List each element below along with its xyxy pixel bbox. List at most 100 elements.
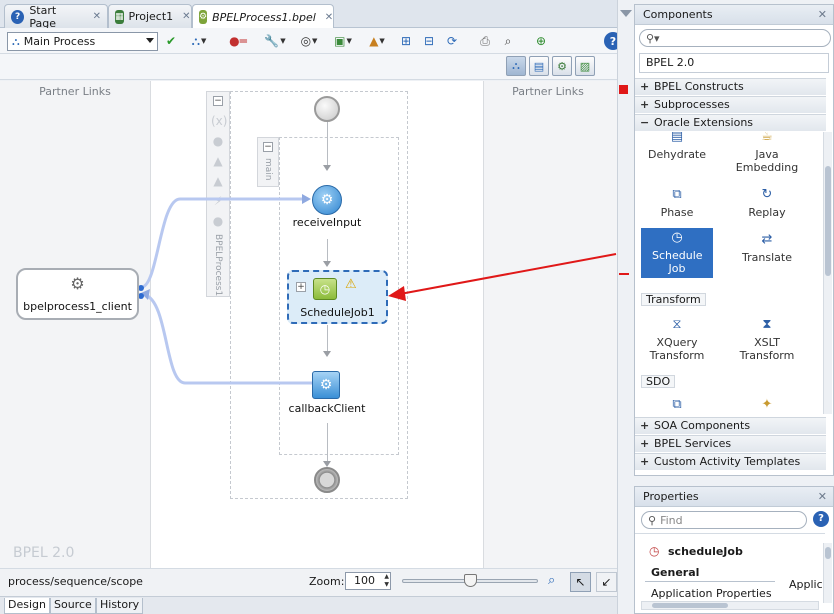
error-marker[interactable] [619, 85, 628, 94]
zoom-slider[interactable] [402, 574, 538, 587]
client-partner-label: bpelprocess1_client [23, 300, 132, 313]
close-icon[interactable]: ✕ [182, 11, 191, 22]
termination-icon[interactable]: ● [212, 214, 224, 228]
category-label: BPEL Services [654, 437, 732, 450]
deploy-icon[interactable]: ▲▼ [369, 34, 385, 48]
monitor-view-icon[interactable]: ▤ [529, 56, 549, 76]
component-java-embedding[interactable]: ☕ Java Embedding [731, 132, 803, 174]
tab-bpelprocess1[interactable]: ⚙ BPELProcess1.bpel ✕ [192, 4, 334, 29]
component-xslt-transform[interactable]: ⧗ XSLT Transform [739, 317, 795, 362]
component-sdo-create[interactable]: ✦ [731, 397, 803, 414]
warning-icon[interactable]: ⚠ [345, 277, 357, 292]
chevron-down-icon[interactable] [620, 10, 632, 17]
properties-hscroll-thumb[interactable] [652, 603, 728, 608]
component-sdo-entity[interactable]: ⧉ [641, 397, 713, 414]
java-icon: ☕ [761, 132, 773, 144]
zoom-spinner-icon[interactable]: ▲▼ [384, 573, 389, 588]
category-bpel-constructs[interactable]: + BPEL Constructs [635, 78, 826, 95]
properties-section-general[interactable]: General [645, 566, 775, 582]
receive-input-node[interactable]: ⚙ [312, 185, 342, 215]
properties-scroll-thumb[interactable] [825, 547, 831, 559]
close-icon[interactable]: ✕ [817, 8, 827, 21]
callback-client-node[interactable]: ⚙ [312, 371, 340, 399]
replay-icon: ↻ [761, 187, 773, 202]
wrench-icon[interactable]: 🔧▼ [264, 34, 286, 48]
tab-history[interactable]: History [96, 598, 144, 614]
editor-panel-splitter[interactable] [617, 0, 634, 614]
add-activity-icon[interactable]: ⊕ [535, 34, 547, 48]
properties-scrollbar[interactable] [823, 543, 832, 603]
schedule-job-icon: ◷ [671, 230, 683, 245]
correlation-icon[interactable]: ● [212, 134, 224, 148]
component-dehydrate[interactable]: ▤ Dehydrate [641, 132, 713, 161]
category-custom-activity-templates[interactable]: + Custom Activity Templates [635, 453, 826, 470]
schedulejob1-scope[interactable]: + ◷ ⚠ ScheduleJob1 [287, 270, 388, 324]
bpel-file-icon: ⚙ [199, 10, 208, 24]
hierarchy-icon[interactable]: ⛬▼ [191, 33, 207, 48]
close-icon[interactable]: ✕ [92, 11, 101, 22]
tab-design[interactable]: Design [4, 598, 50, 614]
help-icon: ? [11, 9, 25, 24]
translate-icon: ⇄ [761, 232, 773, 247]
bpel-design-canvas[interactable]: Partner Links Partner Links − (x) ● ▲ ▲ … [0, 81, 617, 568]
help-icon[interactable]: ? [813, 511, 829, 527]
package-icon[interactable]: ▣▼ [334, 34, 352, 48]
expand-all-icon[interactable]: ⊞ [400, 34, 412, 48]
chart-view-icon[interactable]: ▨ [575, 56, 595, 76]
components-scrollbar[interactable] [823, 132, 832, 414]
component-replay[interactable]: ↻ Replay [748, 187, 786, 219]
error-line-marker[interactable] [619, 273, 629, 275]
process-variables-strip: − (x) ● ▲ ▲ ⚡ ● BPELProcess1 [206, 91, 230, 297]
validate-icon[interactable]: ✔ [165, 34, 177, 48]
close-icon[interactable]: ✕ [817, 490, 827, 503]
select-mode-icon[interactable]: ↖ [570, 572, 591, 592]
settings-view-icon[interactable]: ⚙ [552, 56, 572, 76]
editor-toolbar: ⛬ Main Process ✔ ⛬▼ ●═ 🔧▼ ◎▼ ▣▼ ▲▼ ⊞ ⊟ ⟳… [0, 28, 634, 54]
variables-icon[interactable]: (x) [211, 114, 228, 128]
zoom-fit-icon[interactable]: ⌕ [548, 573, 556, 588]
pan-mode-icon[interactable]: ↙ [596, 572, 617, 592]
client-partner-link[interactable]: ⚙ bpelprocess1_client [16, 268, 139, 320]
properties-hscrollbar[interactable] [641, 601, 819, 610]
zoom-slider-thumb[interactable] [464, 574, 477, 587]
collapse-icon[interactable]: − [213, 96, 223, 106]
process-start-node[interactable] [314, 96, 340, 122]
flow-arrow [323, 461, 331, 467]
sdo-group-label: SDO [641, 375, 676, 388]
category-subprocesses[interactable]: + Subprocesses [635, 96, 826, 113]
close-icon[interactable]: ✕ [324, 11, 334, 23]
zoom-input[interactable]: 100 ▲▼ [345, 572, 391, 590]
palette-select[interactable]: BPEL 2.0 [639, 53, 829, 73]
collapse-all-icon[interactable]: ⊟ [423, 34, 435, 48]
tab-source[interactable]: Source [50, 598, 96, 614]
component-xquery-transform[interactable]: ⧖ XQuery Transform [649, 317, 705, 362]
category-oracle-extensions[interactable]: − Oracle Extensions [635, 114, 826, 131]
event-handler-icon[interactable]: ▲ [213, 174, 223, 188]
tab-start-page[interactable]: ? Start Page ✕ [4, 4, 108, 30]
tab-project1[interactable]: ▦ Project1 ✕ [108, 4, 192, 28]
bpel-view-icon[interactable]: ⛬ [506, 56, 526, 76]
flow-line [327, 121, 328, 169]
chevron-down-icon [146, 38, 154, 43]
binoculars-icon[interactable]: ◎▼ [300, 34, 318, 48]
category-label: Custom Activity Templates [654, 455, 801, 468]
components-search-input[interactable]: ⚲▾ [639, 29, 831, 47]
compensation-icon[interactable]: ⚡ [213, 194, 223, 208]
category-soa-components[interactable]: + SOA Components [635, 417, 826, 434]
properties-search-input[interactable]: ⚲ Find [641, 511, 807, 529]
zoom-view-icon[interactable]: ⌕ [504, 33, 512, 48]
category-bpel-services[interactable]: + BPEL Services [635, 435, 826, 452]
collapse-icon[interactable]: − [263, 142, 273, 152]
components-scroll-thumb[interactable] [825, 166, 831, 276]
process-select[interactable]: ⛬ Main Process [7, 32, 158, 51]
component-phase[interactable]: ⧉ Phase [660, 187, 694, 219]
component-translate[interactable]: ⇄ Translate [742, 232, 792, 264]
print-icon[interactable]: ⎙ [480, 33, 490, 48]
process-end-node[interactable] [314, 467, 340, 493]
properties-right-column: Applic [789, 578, 823, 591]
fault-handler-icon[interactable]: ▲ [213, 154, 223, 168]
breakpoint-icon[interactable]: ●═ [229, 34, 247, 48]
expand-icon[interactable]: + [296, 282, 306, 292]
refresh-icon[interactable]: ⟳ [446, 34, 458, 48]
component-schedule-job[interactable]: ◷ Schedule Job [641, 228, 713, 278]
